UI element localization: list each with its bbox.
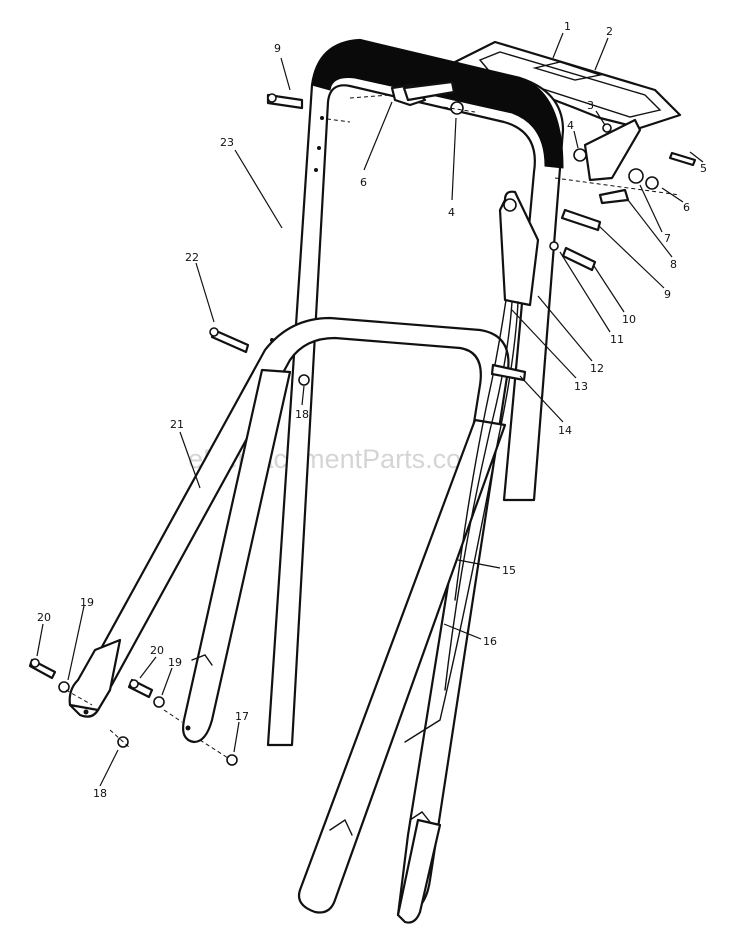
callout-22: 22 [185,251,199,264]
bolt-22-nut-18 [209,327,310,386]
callout-21: 21 [170,418,184,431]
part-23-upper-handle [264,38,565,747]
callout-20-left: 20 [37,611,51,624]
upper-handle-left-leg [182,368,292,744]
callout-leaders [36,32,704,787]
callout-labels: 1 2 3 4 5 6 7 8 9 10 11 12 13 14 15 16 9… [37,20,707,800]
lower-handle-right-leg [297,418,507,924]
part-1-tray [453,40,682,130]
callout-13: 13 [574,380,588,393]
callout-19-middle: 19 [168,656,182,669]
lower-left-hardware [28,658,238,766]
callout-1: 1 [564,20,571,33]
callout-9-right: 9 [664,288,671,301]
callout-17: 17 [235,710,249,723]
callout-6-right: 6 [683,201,690,214]
callout-23: 23 [220,136,234,149]
right-side-bolts [549,208,602,272]
callout-20-middle: 20 [150,644,164,657]
callout-4-left: 4 [448,206,455,219]
callout-19-left: 19 [80,596,94,609]
callout-14: 14 [558,424,572,437]
callout-11: 11 [610,333,624,346]
callout-12: 12 [590,362,604,375]
callout-3: 3 [587,99,594,112]
callout-18-upper: 18 [295,408,309,421]
handle-grip [311,39,564,169]
callout-6-left: 6 [360,176,367,189]
callout-18-lower: 18 [93,787,107,800]
control-cables [404,299,527,743]
upper-right-hardware [554,118,697,205]
upper-left-hardware [266,80,476,123]
callout-7: 7 [664,232,671,245]
callout-4-right: 4 [567,119,574,132]
callout-10: 10 [622,313,636,326]
callout-16: 16 [483,635,497,648]
callout-2: 2 [606,25,613,38]
callout-5: 5 [700,162,707,175]
callout-9-left: 9 [274,42,281,55]
part-21-lower-handle [68,316,510,917]
callout-15: 15 [502,564,516,577]
callout-8: 8 [670,258,677,271]
